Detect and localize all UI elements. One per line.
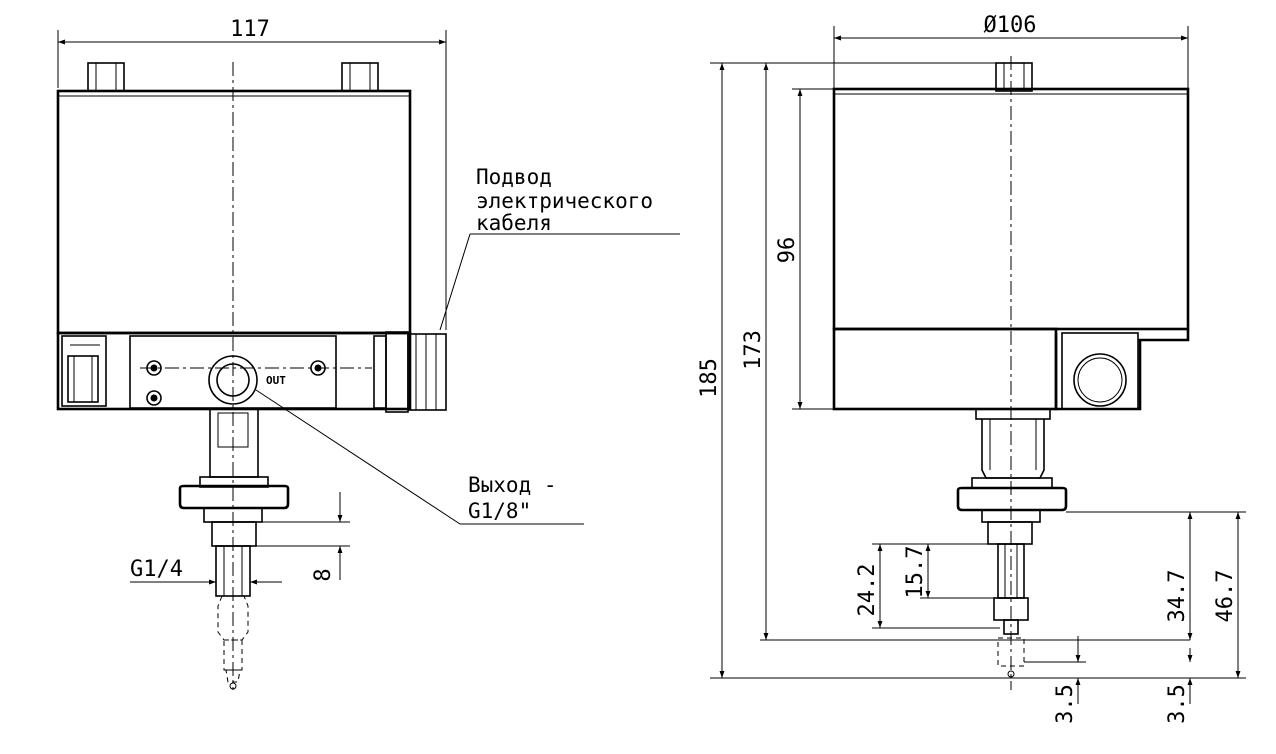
dimension-diameter-106: Ø106 [833,13,1189,88]
dimension-15-7: 15.7 [903,544,996,599]
side-view: Ø106 [697,13,1246,724]
process-connection [178,408,290,690]
dimension-height-173: 173 [741,63,1190,641]
dim-width-label: 117 [230,17,270,42]
dim-diameter-label: Ø106 [984,13,1037,38]
note-output-line-1: Выход - [468,473,557,497]
main-housing [56,89,412,335]
dim-96-label: 96 [775,237,800,264]
side-process-connection [956,408,1068,678]
dimension-34-7: 34.7 [1066,511,1246,640]
dim-fitting-label: 8 [311,568,336,581]
note-output: Выход - G1/8" [255,389,584,525]
dimension-fitting-8: 8 [256,492,350,582]
dimension-24-2: 24.2 [855,543,1000,629]
cable-gland [373,331,447,413]
note-cable-line-2: электрического [476,189,653,213]
dimension-height-185: 185 [697,62,1190,679]
out-marking: OUT [266,374,286,387]
dim-3-5-left-label: 3.5 [1053,684,1078,724]
dim-173-label: 173 [741,330,766,370]
dim-thread-label: G1/4 [130,557,183,582]
note-output-line-2: G1/8" [468,499,531,523]
dim-34-7-label: 34.7 [1165,570,1190,623]
dimension-housing-96: 96 [775,88,834,410]
top-caps [87,62,379,92]
dimension-46-7: 46.7 [1190,512,1246,679]
dimension-3-5-left: 3.5 [1024,636,1086,724]
note-cable-line-1: Подвод [476,165,552,189]
front-view: 117 [56,17,680,690]
connection-block: OUT [56,331,412,411]
note-cable-line-3: кабеля [476,211,552,235]
dim-3-5-right-label: 3.5 [1165,684,1190,724]
dim-15-7-label: 15.7 [903,546,928,599]
dimension-width-117: 117 [57,17,447,330]
note-cable-entry: Подвод электрического кабеля [439,165,680,331]
dimension-thread-g14: G1/4 [130,557,282,585]
side-top-cap [995,62,1033,92]
dimension-3-5-right: 3.5 [1165,648,1193,724]
dim-185-label: 185 [697,358,722,398]
dim-46-7-label: 46.7 [1213,570,1238,623]
dim-24-2-label: 24.2 [855,564,880,617]
